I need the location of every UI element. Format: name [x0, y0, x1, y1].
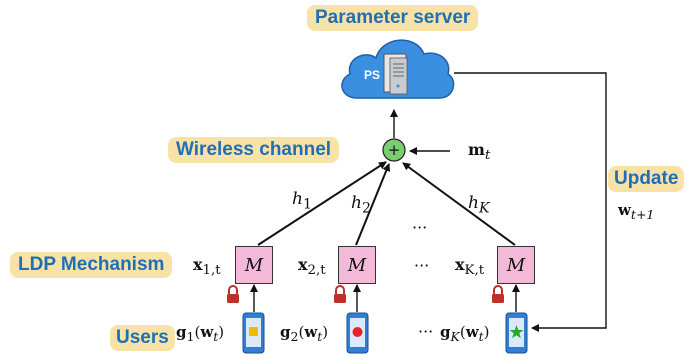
phone-icon-k — [505, 312, 528, 354]
ps-label: PS — [364, 68, 380, 82]
adder-node: + — [382, 138, 406, 162]
update-feedback-arrow — [454, 72, 607, 332]
x-label-k: xK,t — [455, 255, 485, 279]
parameter-server-tag: Parameter server — [307, 5, 479, 31]
ellipsis-mechanisms: ··· — [414, 256, 430, 275]
badge-square-icon — [249, 327, 258, 336]
phone-icon-1 — [242, 312, 265, 354]
phone-icon-2 — [346, 312, 369, 354]
badge-star-icon — [509, 325, 524, 339]
wireless-channel-tag: Wireless channel — [168, 137, 340, 163]
gradient-label-1: g1(wt) — [176, 323, 225, 344]
gradient-label-k: gK(wt) — [440, 323, 490, 344]
update-weights-label: wt+1 — [618, 201, 655, 222]
mechanism-box-1: M — [235, 246, 273, 284]
channel-gain-1: h1 — [292, 189, 312, 213]
channel-gain-2: h2 — [351, 193, 371, 217]
mechanism-box-k: M — [497, 246, 535, 284]
channel-arrow-1 — [257, 161, 387, 246]
gradient-label-2: g2(wt) — [280, 323, 329, 344]
mechanism-box-2: M — [338, 246, 376, 284]
ellipsis-users: ··· — [418, 322, 434, 341]
ldp-mechanism-tag: LDP Mechanism — [10, 252, 173, 278]
update-tag: Update — [608, 166, 685, 192]
svg-text:+: + — [388, 141, 401, 159]
channel-arrow-2 — [355, 163, 391, 246]
badge-circle-icon — [352, 327, 363, 337]
server-icon — [383, 53, 408, 95]
lock-icon-1 — [227, 285, 239, 303]
noise-label: mt — [468, 140, 491, 164]
x-label-2: x2,t — [298, 255, 326, 279]
x-label-1: x1,t — [193, 255, 221, 279]
users-tag: Users — [110, 325, 175, 351]
ellipsis-channels: ··· — [412, 218, 428, 237]
channel-arrow-k — [402, 162, 516, 246]
lock-icon-2 — [334, 285, 346, 303]
lock-icon-k — [492, 285, 504, 303]
channel-gain-k: hK — [468, 193, 490, 217]
